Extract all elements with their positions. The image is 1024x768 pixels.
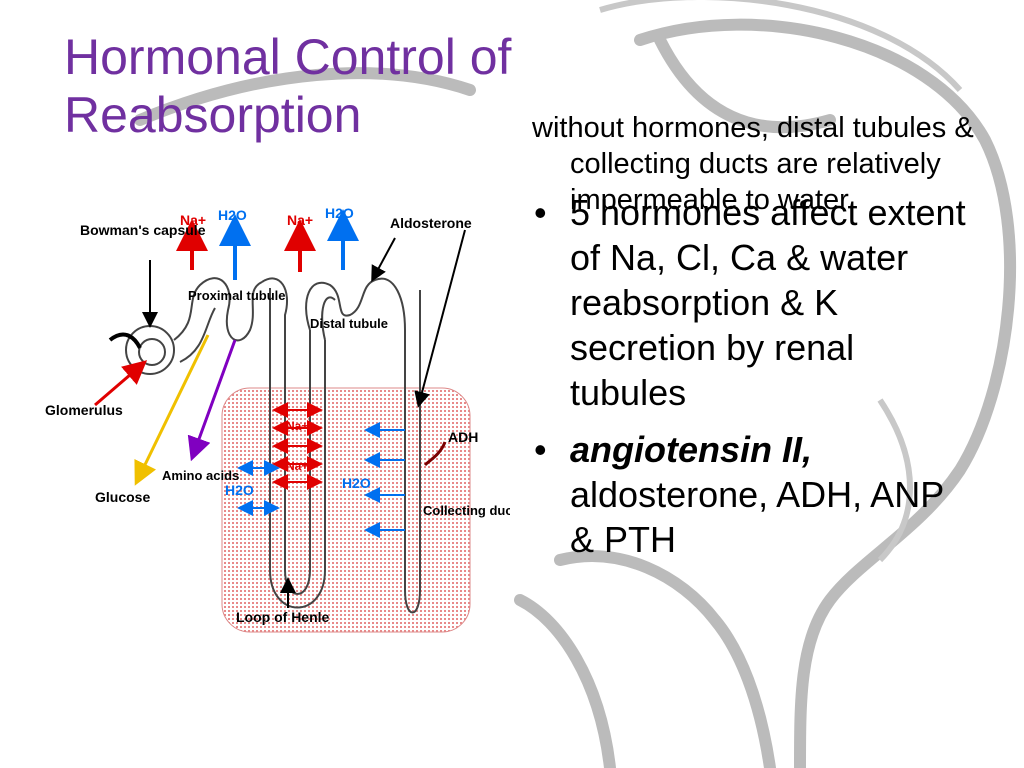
bullet-item: • 5 hormones affect extent of Na, Cl, Ca…	[528, 190, 968, 415]
h2o-label: H2O	[325, 205, 354, 221]
slide-title: Hormonal Control of Reabsorption	[64, 29, 512, 143]
bullet-item: • angiotensin II, aldosterone, ADH, ANP …	[528, 427, 968, 562]
h2o-label: H2O	[342, 475, 371, 491]
loop-of-henle-label: Loop of Henle	[236, 609, 330, 625]
adh-label: ADH	[448, 429, 478, 445]
na-label: Na+	[287, 212, 313, 228]
na-label: Na+	[180, 212, 206, 228]
proximal-label: Proximal tubule	[188, 288, 286, 303]
note-text: without hormones, distal tubules & colle…	[532, 112, 974, 216]
bullet-list: • 5 hormones affect extent of Na, Cl, Ca…	[528, 190, 968, 574]
bullet-text: 5 hormones affect extent of Na, Cl, Ca &…	[570, 192, 966, 413]
bullet-text: aldosterone, ADH, ANP & PTH	[570, 474, 944, 560]
h2o-exchange-arrows	[237, 422, 405, 538]
adh-pointer	[423, 441, 447, 467]
glucose-label: Glucose	[95, 489, 150, 505]
bullet-emphasis: angiotensin II,	[570, 429, 813, 470]
h2o-label: H2O	[218, 207, 247, 223]
h2o-label: H2O	[225, 482, 254, 498]
na-label: Na+	[286, 459, 308, 473]
aldosterone-pointer	[371, 237, 396, 283]
bullet-glyph: •	[534, 192, 547, 233]
nephron-diagram: Bowman's capsule Glomerulus Proximal tub…	[0, 190, 510, 640]
na-exchange-arrows	[272, 402, 323, 490]
glucose-arrow	[134, 334, 210, 486]
aldosterone-pointer	[414, 229, 466, 408]
nephron-svg: Bowman's capsule Glomerulus Proximal tub…	[45, 205, 510, 633]
amino-acids-arrow	[187, 339, 237, 462]
na-label: Na+	[286, 419, 308, 433]
aldosterone-label: Aldosterone	[390, 215, 472, 231]
glomerulus-label: Glomerulus	[45, 402, 123, 418]
glomerulus-arrow	[94, 360, 148, 407]
bullet-glyph: •	[534, 429, 547, 470]
distal-label: Distal tubule	[310, 316, 388, 331]
bowmans-label: Bowman's capsule	[80, 222, 206, 238]
amino-acids-label: Amino acids	[162, 468, 239, 483]
collecting-duct-label: Collecting duct	[423, 503, 510, 518]
